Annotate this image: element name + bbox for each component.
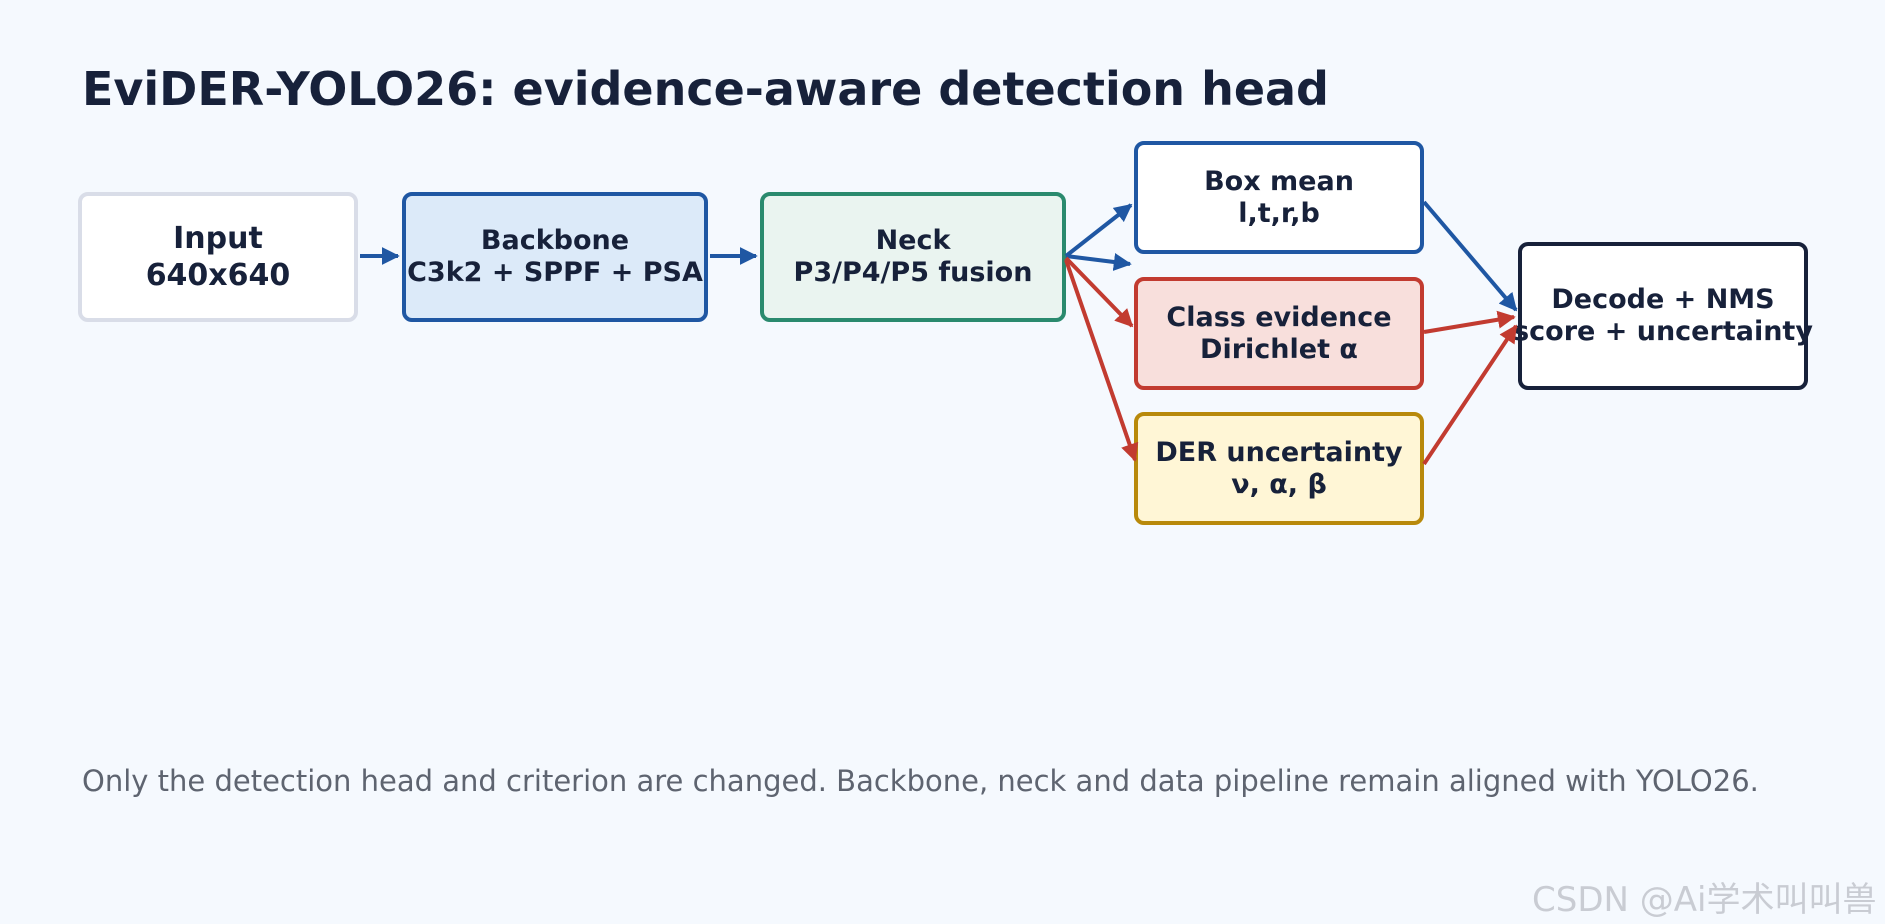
decode-nms-node-detail: score + uncertainty	[1513, 316, 1813, 347]
backbone-node-label: Backbone	[480, 225, 630, 256]
footnote-caption: Only the detection head and criterion ar…	[82, 764, 1759, 798]
arrow-box-mean-to-decode	[1422, 200, 1518, 312]
input-node-label: Input	[173, 221, 263, 256]
input-node-size: 640x640	[145, 258, 291, 293]
neck-node-detail: P3/P4/P5 fusion	[793, 257, 1033, 288]
arrow-neck-short	[1065, 253, 1132, 271]
neck-node-label: Neck	[875, 225, 951, 256]
arrow-neck-to-der-uncertainty	[1064, 259, 1139, 462]
input-node: Input 640x640	[78, 192, 358, 322]
box-mean-node: Box mean l,t,r,b	[1134, 141, 1424, 254]
class-evidence-node-label: Class evidence	[1166, 301, 1392, 333]
box-mean-node-detail: l,t,r,b	[1238, 197, 1320, 229]
arrow-class-evidence-to-decode	[1423, 310, 1516, 334]
decode-nms-node-label: Decode + NMS	[1551, 284, 1775, 315]
arrow-neck-to-class-evidence	[1064, 256, 1134, 328]
diagram-title: EviDER-YOLO26: evidence-aware detection …	[82, 62, 1329, 116]
neck-node: Neck P3/P4/P5 fusion	[760, 192, 1066, 322]
class-evidence-node: Class evidence Dirichlet α	[1134, 277, 1424, 390]
backbone-node: Backbone C3k2 + SPPF + PSA	[402, 192, 708, 322]
der-uncertainty-node-label: DER uncertainty	[1155, 436, 1403, 468]
watermark: CSDN @Ai学术叫叫兽	[1532, 880, 1877, 920]
der-uncertainty-node: DER uncertainty ν, α, β	[1134, 412, 1424, 525]
decode-nms-node: Decode + NMS score + uncertainty	[1513, 242, 1813, 390]
box-mean-node-label: Box mean	[1204, 165, 1354, 197]
der-uncertainty-node-detail: ν, α, β	[1231, 468, 1327, 500]
arrow-neck-to-box-mean	[1064, 203, 1133, 258]
class-evidence-node-detail: Dirichlet α	[1200, 333, 1358, 365]
backbone-node-detail: C3k2 + SPPF + PSA	[407, 257, 703, 288]
arrow-der-uncertainty-to-decode	[1422, 324, 1518, 466]
